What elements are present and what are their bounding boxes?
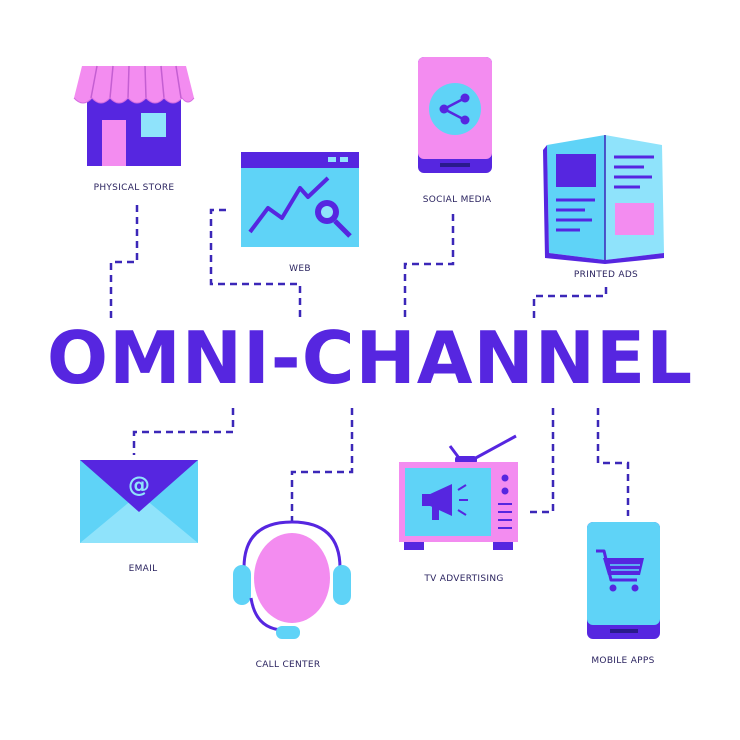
label-mobile-apps: MOBILE APPS (591, 656, 655, 666)
label-printed-ads: PRINTED ADS (573, 270, 639, 280)
connector-call-center (290, 408, 354, 525)
connector-mobile-apps (596, 408, 630, 516)
connectors (109, 205, 630, 525)
share-phone-icon (418, 57, 492, 173)
label-tv-advertising: TV ADVERTISING (424, 574, 504, 584)
headset-icon (233, 520, 351, 639)
storefront-icon (73, 65, 195, 166)
svg-text:@: @ (128, 473, 150, 498)
connector-web (209, 208, 302, 320)
envelope-icon: @ (80, 460, 198, 543)
tv-megaphone-icon (399, 434, 518, 550)
open-magazine-icon (543, 135, 664, 264)
label-call-center: CALL CENTER (255, 660, 321, 670)
label-web: WEB (289, 264, 311, 274)
connector-social-media (403, 214, 455, 320)
label-physical-store: PHYSICAL STORE (93, 183, 175, 193)
connector-printed-ads (532, 287, 608, 320)
connector-physical-store (109, 205, 139, 318)
browser-chart-icon (241, 152, 359, 247)
diagram-title: OMNI-CHANNEL (46, 316, 694, 400)
connector-tv (525, 408, 555, 514)
cart-phone-icon (587, 522, 660, 639)
label-social-media: SOCIAL MEDIA (422, 195, 492, 205)
label-email: EMAIL (128, 564, 158, 574)
connector-email (132, 408, 235, 455)
